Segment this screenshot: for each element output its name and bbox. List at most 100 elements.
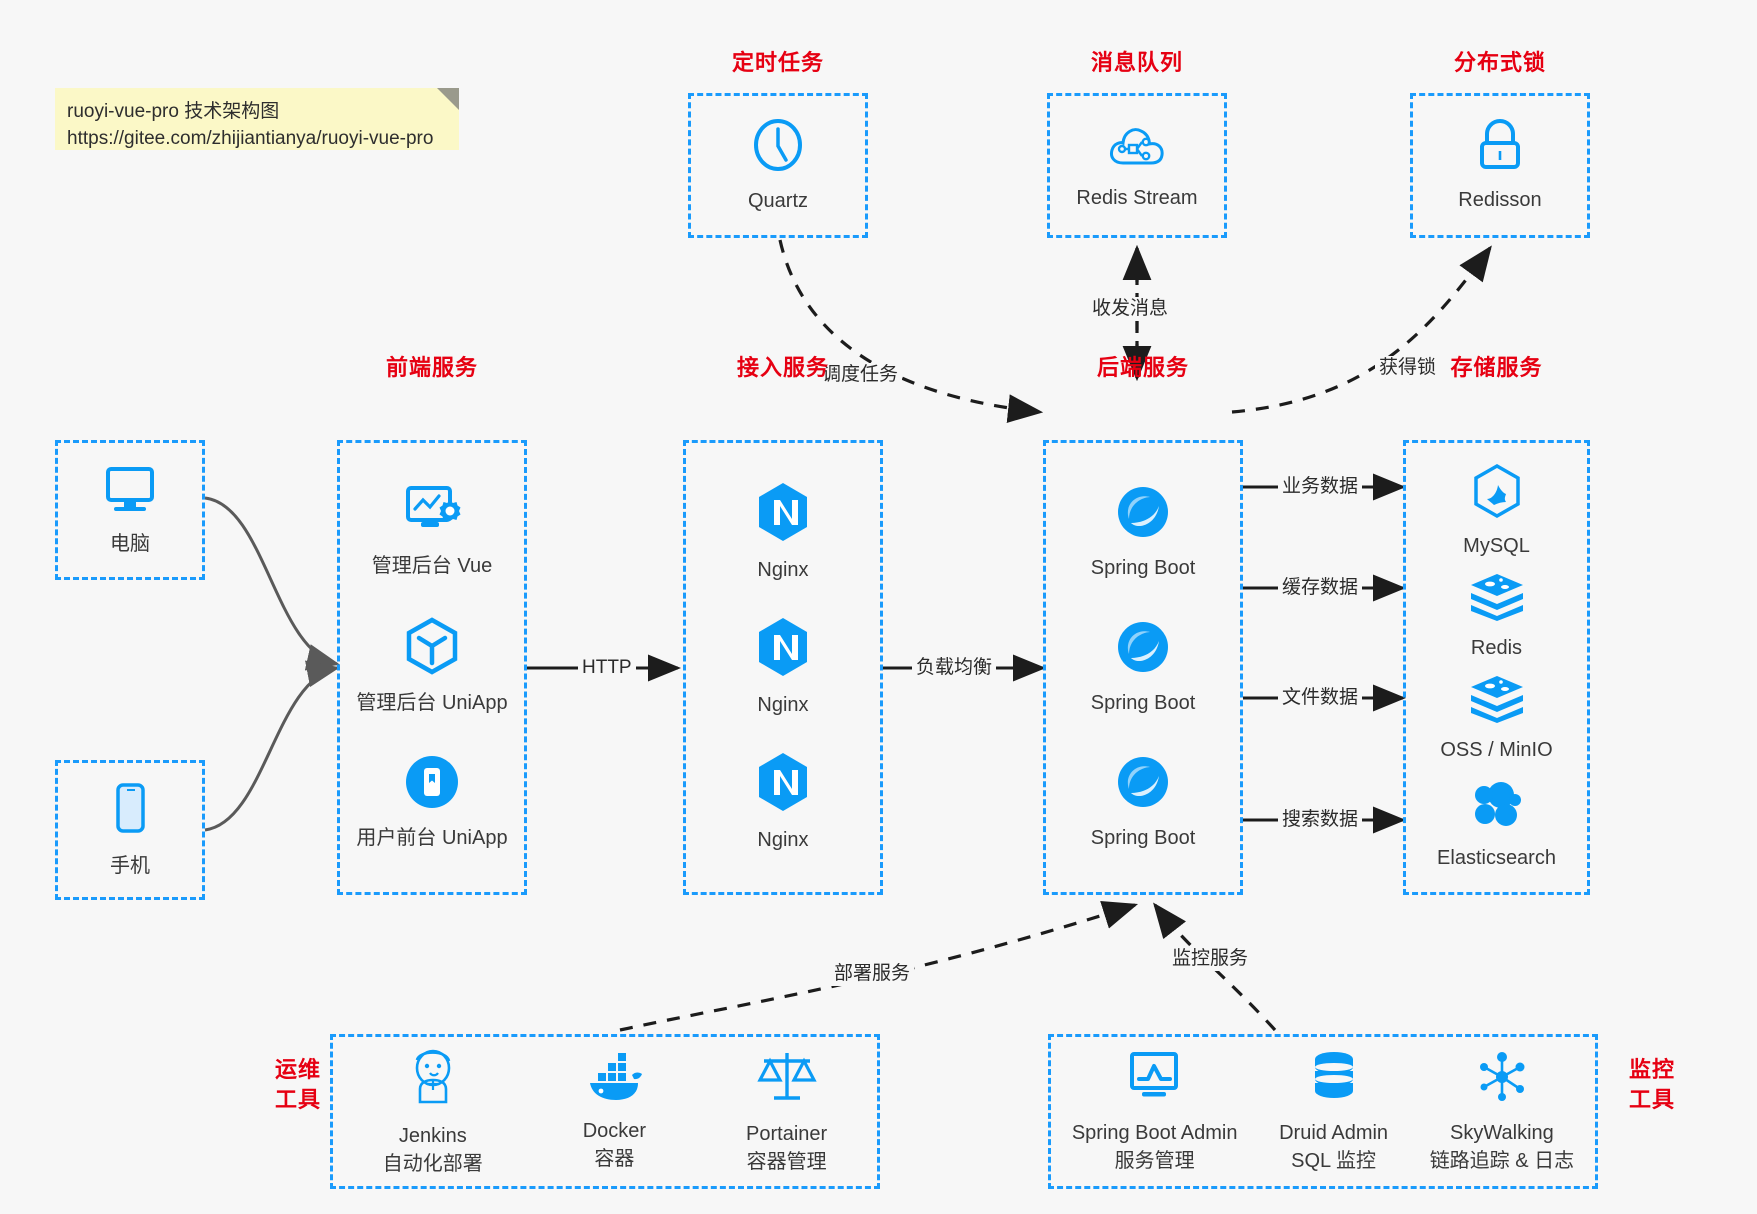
node-user-uniapp[interactable]: 用户前台 UniApp [356,753,508,852]
node-jenkins[interactable]: Jenkins 自动化部署 [383,1046,483,1178]
node-portainer[interactable]: Portainer 容器管理 [746,1048,827,1176]
group-title-distributed-lock: 分布式锁 [1453,50,1546,75]
connector-label-search-data: 搜索数据 [1278,808,1363,832]
node-redis[interactable]: Redis [1468,571,1526,662]
elasticsearch-icon [1468,775,1526,836]
group-title-monitoring-line1: 监控 [1628,1057,1675,1082]
group-box-frontend: 管理后台 Vue 管理后台 UniApp 用户前台 UniApp [337,440,527,895]
node-label: Nginx [757,559,809,581]
connector-label-schedule-task: 调度任务 [818,363,903,387]
node-label: Spring Boot [1090,827,1196,849]
node-elasticsearch[interactable]: Elasticsearch [1437,775,1556,872]
node-label: 手机 [110,854,150,877]
client-box-phone: 手机 [55,760,205,900]
node-label: Portainer 容器管理 [746,1120,827,1176]
node-label: 管理后台 UniApp [356,692,508,714]
node-desktop[interactable]: 电脑 [99,463,161,558]
phone-icon [108,781,152,844]
nginx-icon [755,616,811,683]
client-box-desktop: 电脑 [55,440,205,580]
jenkins-icon [403,1046,463,1113]
group-title-backend: 后端服务 [1096,355,1189,380]
group-title-devops-line2: 工具 [274,1087,321,1112]
spring-boot-icon [1114,483,1172,546]
node-label: 管理后台 Vue [371,555,493,577]
node-label: 用户前台 UniApp [356,827,508,849]
note-fold-corner [437,88,459,110]
mysql-icon [1470,463,1524,524]
scales-icon [756,1048,818,1111]
clock-icon [749,116,807,179]
note-line-1: ruoyi-vue-pro 技术架构图 [67,101,280,122]
group-title-scheduled-task: 定时任务 [731,50,824,75]
node-redis-stream[interactable]: Redis Stream [1076,119,1198,212]
node-redisson[interactable]: Redisson [1458,117,1542,214]
node-mysql[interactable]: MySQL [1463,463,1530,560]
node-label-sub: 容器 [594,1147,635,1170]
node-label-main: Jenkins [398,1124,467,1147]
node-label: Docker 容器 [583,1117,646,1173]
node-label: Nginx [757,829,809,851]
node-admin-uniapp[interactable]: 管理后台 UniApp [356,616,508,717]
group-title-gateway: 接入服务 [736,355,829,380]
group-box-storage: MySQL Redis [1403,440,1590,895]
connector-label-monitor-service: 监控服务 [1168,947,1253,971]
node-spring-boot-1[interactable]: Spring Boot [1091,483,1195,582]
spring-boot-icon [1114,753,1172,816]
node-label-sub: 自动化部署 [382,1152,483,1175]
node-label-sub: 链路追踪 & 日志 [1429,1149,1575,1172]
node-label-sub: 容器管理 [746,1150,827,1173]
redis-icon [1468,673,1526,728]
node-nginx-2[interactable]: Nginx [755,616,811,719]
node-label: Redis [1470,636,1523,659]
lock-icon [1473,117,1527,178]
node-oss-minio[interactable]: OSS / MinIO [1440,673,1553,764]
node-druid-admin[interactable]: Druid Admin SQL 监控 [1279,1049,1388,1175]
node-label: Spring Boot Admin 服务管理 [1072,1119,1238,1175]
group-box-monitoring: Spring Boot Admin 服务管理 [1048,1034,1598,1189]
node-nginx-1[interactable]: Nginx [755,481,811,584]
node-label: OSS / MinIO [1440,739,1553,762]
cube-icon [403,616,461,681]
node-spring-boot-admin[interactable]: Spring Boot Admin 服务管理 [1072,1049,1238,1175]
docker-icon [582,1051,646,1108]
group-box-devops: Jenkins 自动化部署 [330,1034,880,1189]
node-admin-vue[interactable]: 管理后台 Vue [372,483,492,580]
nginx-icon [755,751,811,818]
desktop-icon [99,463,161,522]
cloud-network-icon [1108,119,1166,176]
node-label: Druid Admin SQL 监控 [1279,1119,1388,1175]
node-nginx-3[interactable]: Nginx [755,751,811,854]
group-title-devops: 运维 工具 [258,1055,338,1115]
node-phone[interactable]: 手机 [108,781,152,880]
spring-boot-icon [1114,618,1172,681]
node-label-main: SkyWalking [1450,1121,1554,1144]
skywalking-icon [1473,1049,1531,1110]
database-icon [1306,1049,1362,1110]
connector-label-business-data: 业务数据 [1278,475,1363,499]
connector-label-send-receive-msg: 收发消息 [1088,297,1173,321]
sticky-note: ruoyi-vue-pro 技术架构图 https://gitee.com/zh… [55,88,459,150]
node-label: Redisson [1458,189,1542,211]
node-docker[interactable]: Docker 容器 [582,1051,646,1173]
connector-label-http: HTTP [578,656,636,680]
node-skywalking[interactable]: SkyWalking 链路追踪 & 日志 [1430,1049,1574,1175]
connector-label-cache-data: 缓存数据 [1278,576,1363,600]
node-label: Quartz [747,190,809,212]
node-spring-boot-2[interactable]: Spring Boot [1090,618,1196,717]
node-spring-boot-3[interactable]: Spring Boot [1090,753,1196,852]
node-label-sub: SQL 监控 [1291,1149,1376,1172]
node-label-main: Druid Admin [1279,1121,1389,1144]
node-label: Elasticsearch [1437,847,1556,870]
node-quartz[interactable]: Quartz [748,116,808,215]
node-label-main: Portainer [746,1122,828,1145]
group-title-storage: 存储服务 [1450,355,1543,380]
mobile-app-icon [403,753,461,816]
group-box-distributed-lock: Redisson [1410,93,1590,238]
connector-label-load-balance: 负载均衡 [912,656,997,680]
node-label: 电脑 [110,532,150,555]
note-line-2: https://gitee.com/zhijiantianya/ruoyi-vu… [67,128,434,149]
node-label: Spring Boot [1090,692,1196,714]
group-title-frontend: 前端服务 [385,355,478,380]
